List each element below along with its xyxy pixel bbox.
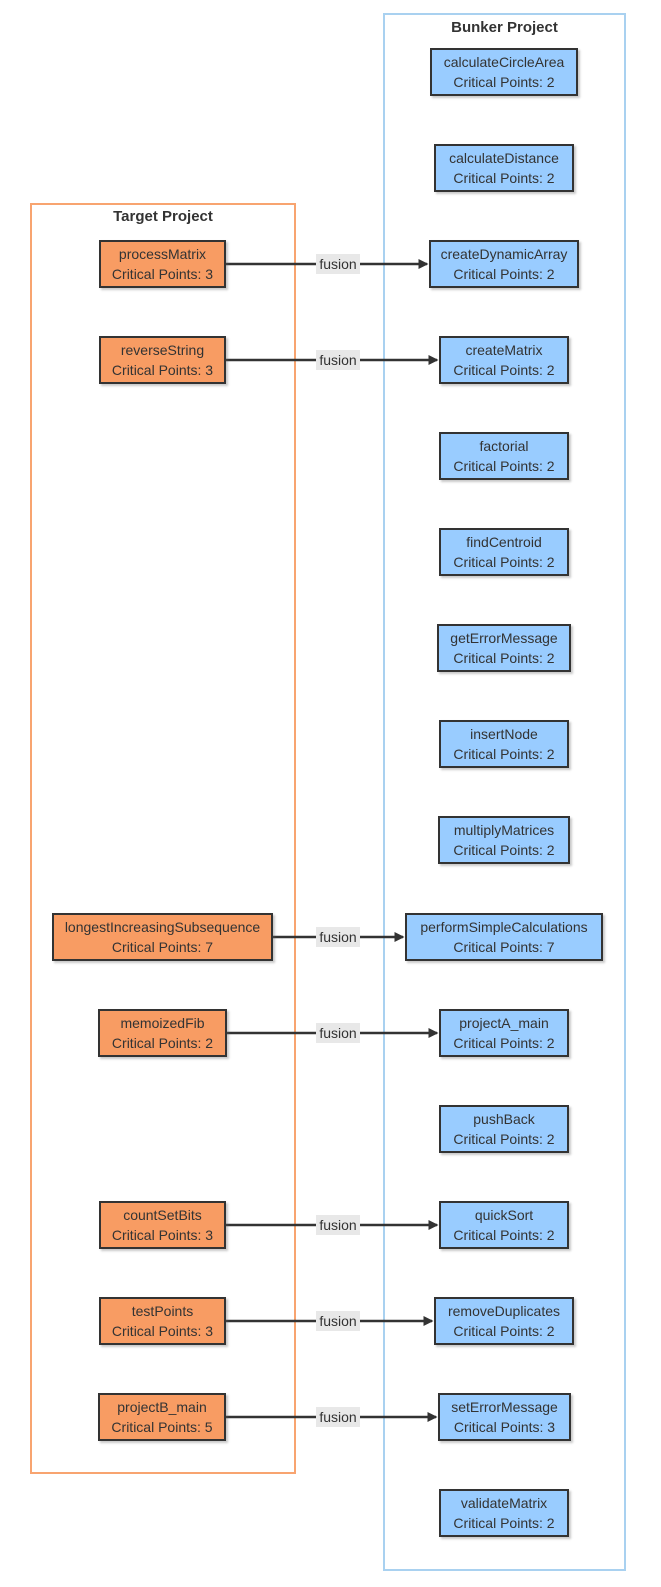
node-name: calculateCircleArea [443, 54, 565, 70]
node-critical-points: Critical Points: 2 [453, 1323, 555, 1339]
edge-label-fusion: fusion [316, 350, 360, 370]
node-getErrorMessage: getErrorMessage Critical Points: 2 [437, 624, 571, 672]
node-name: validateMatrix [460, 1495, 548, 1511]
node-critical-points: Critical Points: 7 [111, 939, 214, 955]
node-memoizedFib: memoizedFib Critical Points: 2 [98, 1009, 227, 1057]
node-insertNode: insertNode Critical Points: 2 [439, 720, 569, 768]
node-critical-points: Critical Points: 2 [111, 1035, 214, 1051]
node-critical-points: Critical Points: 3 [453, 1419, 556, 1435]
node-name: processMatrix [118, 246, 207, 262]
node-validateMatrix: validateMatrix Critical Points: 2 [439, 1489, 569, 1537]
node-multiplyMatrices: multiplyMatrices Critical Points: 2 [438, 816, 570, 864]
edge-label-fusion: fusion [316, 1215, 360, 1235]
node-name: projectA_main [459, 1015, 549, 1031]
node-name: multiplyMatrices [453, 822, 555, 838]
node-critical-points: Critical Points: 2 [453, 1515, 555, 1531]
node-critical-points: Critical Points: 2 [453, 842, 555, 858]
node-name: calculateDistance [449, 150, 559, 166]
edge-label-fusion: fusion [316, 927, 360, 947]
node-name: reverseString [120, 342, 205, 358]
node-quickSort: quickSort Critical Points: 2 [439, 1201, 569, 1249]
node-critical-points: Critical Points: 2 [453, 170, 555, 186]
node-name: setErrorMessage [451, 1399, 558, 1415]
node-critical-points: Critical Points: 3 [111, 362, 214, 378]
target-project-container: Target Project [30, 203, 296, 1474]
node-name: longestIncreasingSubsequence [64, 919, 261, 935]
edge-label-fusion: fusion [316, 1023, 360, 1043]
edge-label-fusion: fusion [316, 1407, 360, 1427]
node-name: insertNode [470, 726, 538, 742]
node-critical-points: Critical Points: 3 [111, 266, 214, 282]
node-critical-points: Critical Points: 2 [453, 266, 555, 282]
node-critical-points: Critical Points: 5 [111, 1419, 213, 1435]
node-critical-points: Critical Points: 2 [453, 1131, 555, 1147]
node-testPoints: testPoints Critical Points: 3 [99, 1297, 226, 1345]
node-processMatrix: processMatrix Critical Points: 3 [99, 240, 226, 288]
node-name: removeDuplicates [447, 1303, 561, 1319]
node-countSetBits: countSetBits Critical Points: 3 [99, 1201, 226, 1249]
node-critical-points: Critical Points: 2 [453, 362, 555, 378]
node-name: countSetBits [123, 1207, 202, 1223]
node-critical-points: Critical Points: 2 [453, 1035, 555, 1051]
node-name: projectB_main [117, 1399, 207, 1415]
bunker-project-container: Bunker Project [383, 13, 626, 1571]
node-name: createDynamicArray [440, 246, 568, 262]
node-name: getErrorMessage [450, 630, 558, 646]
node-removeDuplicates: removeDuplicates Critical Points: 2 [434, 1297, 574, 1345]
target-project-title: Target Project [113, 208, 213, 225]
node-findCentroid: findCentroid Critical Points: 2 [439, 528, 569, 576]
node-name: performSimpleCalculations [420, 919, 588, 935]
node-critical-points: Critical Points: 2 [453, 74, 555, 90]
node-name: findCentroid [466, 534, 542, 550]
node-longestIncreasingSubsequence: longestIncreasingSubsequence Critical Po… [52, 913, 273, 961]
node-critical-points: Critical Points: 3 [111, 1227, 214, 1243]
node-performSimpleCalculations: performSimpleCalculations Critical Point… [405, 913, 603, 961]
node-name: quickSort [474, 1207, 534, 1223]
node-name: testPoints [131, 1303, 194, 1319]
node-name: pushBack [473, 1111, 535, 1127]
node-createDynamicArray: createDynamicArray Critical Points: 2 [429, 240, 579, 288]
node-projectB_main: projectB_main Critical Points: 5 [98, 1393, 226, 1441]
node-critical-points: Critical Points: 2 [453, 458, 555, 474]
node-name: memoizedFib [120, 1015, 205, 1031]
node-reverseString: reverseString Critical Points: 3 [99, 336, 226, 384]
node-createMatrix: createMatrix Critical Points: 2 [439, 336, 569, 384]
node-critical-points: Critical Points: 7 [453, 939, 555, 955]
node-name: factorial [479, 438, 529, 454]
node-pushBack: pushBack Critical Points: 2 [439, 1105, 569, 1153]
node-calculateCircleArea: calculateCircleArea Critical Points: 2 [430, 48, 578, 96]
bunker-project-title: Bunker Project [451, 19, 558, 36]
node-factorial: factorial Critical Points: 2 [439, 432, 569, 480]
node-critical-points: Critical Points: 2 [453, 554, 555, 570]
node-setErrorMessage: setErrorMessage Critical Points: 3 [438, 1393, 571, 1441]
node-critical-points: Critical Points: 2 [453, 650, 555, 666]
node-projectA_main: projectA_main Critical Points: 2 [439, 1009, 569, 1057]
node-calculateDistance: calculateDistance Critical Points: 2 [434, 144, 574, 192]
node-name: createMatrix [465, 342, 543, 358]
node-critical-points: Critical Points: 3 [111, 1323, 214, 1339]
edge-label-fusion: fusion [316, 1311, 360, 1331]
node-critical-points: Critical Points: 2 [453, 1227, 555, 1243]
node-critical-points: Critical Points: 2 [453, 746, 555, 762]
edge-label-fusion: fusion [316, 254, 360, 274]
